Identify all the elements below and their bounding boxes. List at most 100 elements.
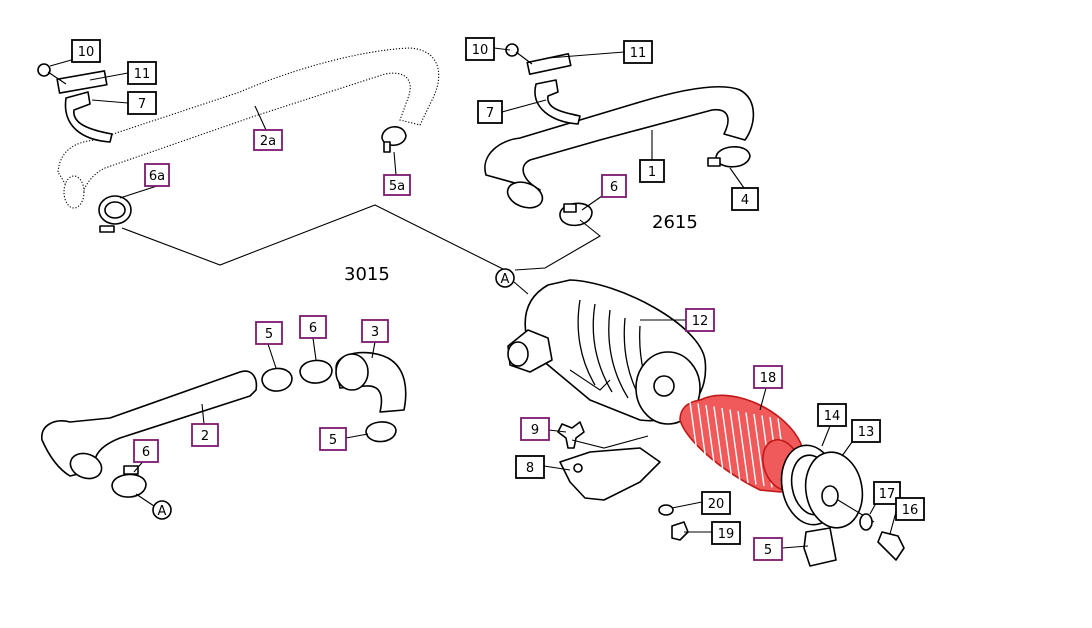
connector-line-2615 [514, 219, 601, 271]
callout-box [319, 427, 347, 451]
bracket-8[interactable] [559, 447, 661, 501]
callout-number: 16 [902, 503, 919, 518]
wing-bolt-9[interactable] [557, 421, 585, 449]
callout-number: 10 [78, 45, 95, 60]
callout-box [753, 365, 783, 389]
washer-20[interactable] [658, 504, 674, 516]
bracket-7-left[interactable] [64, 91, 113, 143]
callout-c8[interactable]: 8 [515, 455, 545, 479]
callout-box [601, 174, 627, 198]
clamp-6-bottom-left[interactable] [111, 473, 147, 498]
callout-number: 19 [718, 527, 735, 542]
callout-c17[interactable]: 17 [873, 481, 901, 505]
callout-number: 12 [692, 314, 709, 329]
callout-c5a[interactable]: 5a [383, 174, 411, 196]
callout-box [851, 419, 881, 443]
callout-c16[interactable]: 16 [895, 497, 925, 521]
callout-number: 17 [879, 487, 896, 502]
air-cleaner-inlet-mouth [507, 341, 529, 367]
callout-box [817, 403, 847, 427]
clamp-4-screw [707, 157, 721, 167]
callout-box [711, 521, 741, 545]
callout-box [71, 39, 101, 63]
callout-c10-top-right[interactable]: 10 [465, 37, 495, 61]
callout-c12[interactable]: 12 [685, 308, 715, 332]
callout-number: 7 [138, 97, 146, 112]
bolt-19[interactable] [671, 521, 689, 541]
callout-number: 2 [201, 429, 209, 444]
callout-box [477, 100, 503, 124]
callout-c13[interactable]: 13 [851, 419, 881, 443]
callout-c14[interactable]: 14 [817, 403, 847, 427]
hose-1-assembly [484, 43, 755, 227]
filter-18-pleat [753, 413, 765, 487]
callout-box [133, 439, 159, 463]
bracket-7-right[interactable] [534, 79, 581, 125]
callout-c4[interactable]: 4 [731, 187, 759, 211]
callout-c5-bottom-right[interactable]: 5 [753, 537, 783, 561]
callout-box [685, 308, 715, 332]
clamp-6-bottom-left-screw [123, 465, 139, 475]
callout-c7-top-right[interactable]: 7 [477, 100, 503, 124]
callout-number: 6 [309, 321, 317, 336]
callout-c11-top-left[interactable]: 11 [127, 61, 157, 85]
bolt-10-left-head[interactable] [37, 63, 51, 77]
connector-a-top-circle [495, 268, 515, 288]
callout-box [253, 129, 283, 151]
filter-18-pleat [689, 401, 701, 475]
callout-c5-hose3[interactable]: 5 [319, 427, 347, 451]
callout-number: 1 [648, 165, 656, 180]
callout-number: 7 [486, 106, 494, 121]
callout-number: 6a [149, 169, 165, 184]
callout-box [895, 497, 925, 521]
model-label-3015: 3015 [344, 264, 390, 285]
callout-c1[interactable]: 1 [639, 159, 665, 183]
hose-3-mouth [335, 353, 369, 391]
clamp-5-left[interactable] [261, 367, 293, 392]
callout-box [127, 91, 157, 115]
callout-box [639, 159, 665, 183]
callout-c6-left-clamp[interactable]: 6 [299, 315, 327, 339]
strap-11-left[interactable] [56, 70, 108, 94]
plate-13[interactable] [800, 448, 868, 533]
hose-1[interactable] [484, 85, 755, 191]
callout-c18[interactable]: 18 [753, 365, 783, 389]
callout-box [515, 455, 545, 479]
clamp-5-hose3[interactable] [365, 421, 397, 443]
callout-box [383, 174, 411, 196]
callout-c3[interactable]: 3 [361, 319, 389, 343]
dust-valve-5[interactable] [803, 527, 837, 567]
callout-box [191, 423, 219, 447]
callout-c2[interactable]: 2 [191, 423, 219, 447]
air-cleaner-strap [569, 369, 611, 391]
callout-c6-bottom-left[interactable]: 6 [133, 439, 159, 463]
hose-2a[interactable] [57, 47, 440, 207]
callout-c2a[interactable]: 2a [253, 129, 283, 151]
callout-c6a[interactable]: 6a [144, 163, 170, 187]
callout-number: 13 [858, 425, 875, 440]
clamp-6-top-right-screw [563, 203, 577, 213]
clamp-4[interactable] [715, 146, 751, 168]
callout-c11-top-right[interactable]: 11 [623, 40, 653, 64]
filter-18-pleat [729, 409, 741, 482]
callout-c9[interactable]: 9 [520, 417, 550, 441]
callout-number: 6 [610, 180, 618, 195]
callout-number: 18 [760, 371, 777, 386]
callout-c7-top-left[interactable]: 7 [127, 91, 157, 115]
callout-c6-top-right[interactable]: 6 [601, 174, 627, 198]
wing-nut-16[interactable] [877, 531, 905, 561]
callout-c20[interactable]: 20 [701, 491, 731, 515]
callout-c19[interactable]: 19 [711, 521, 741, 545]
clamp-6-left[interactable] [299, 359, 333, 384]
strap-11-right[interactable] [526, 52, 572, 76]
callout-c5-left-clamp[interactable]: 5 [255, 321, 283, 345]
air-cleaner-body-12[interactable] [507, 279, 707, 425]
callout-box [753, 537, 783, 561]
connector-a-top-label: A [501, 272, 510, 287]
filter-18-pleat [721, 407, 733, 481]
callout-c10-top-left[interactable]: 10 [71, 39, 101, 63]
washer-17[interactable] [859, 513, 873, 531]
hose-2[interactable] [41, 370, 258, 477]
